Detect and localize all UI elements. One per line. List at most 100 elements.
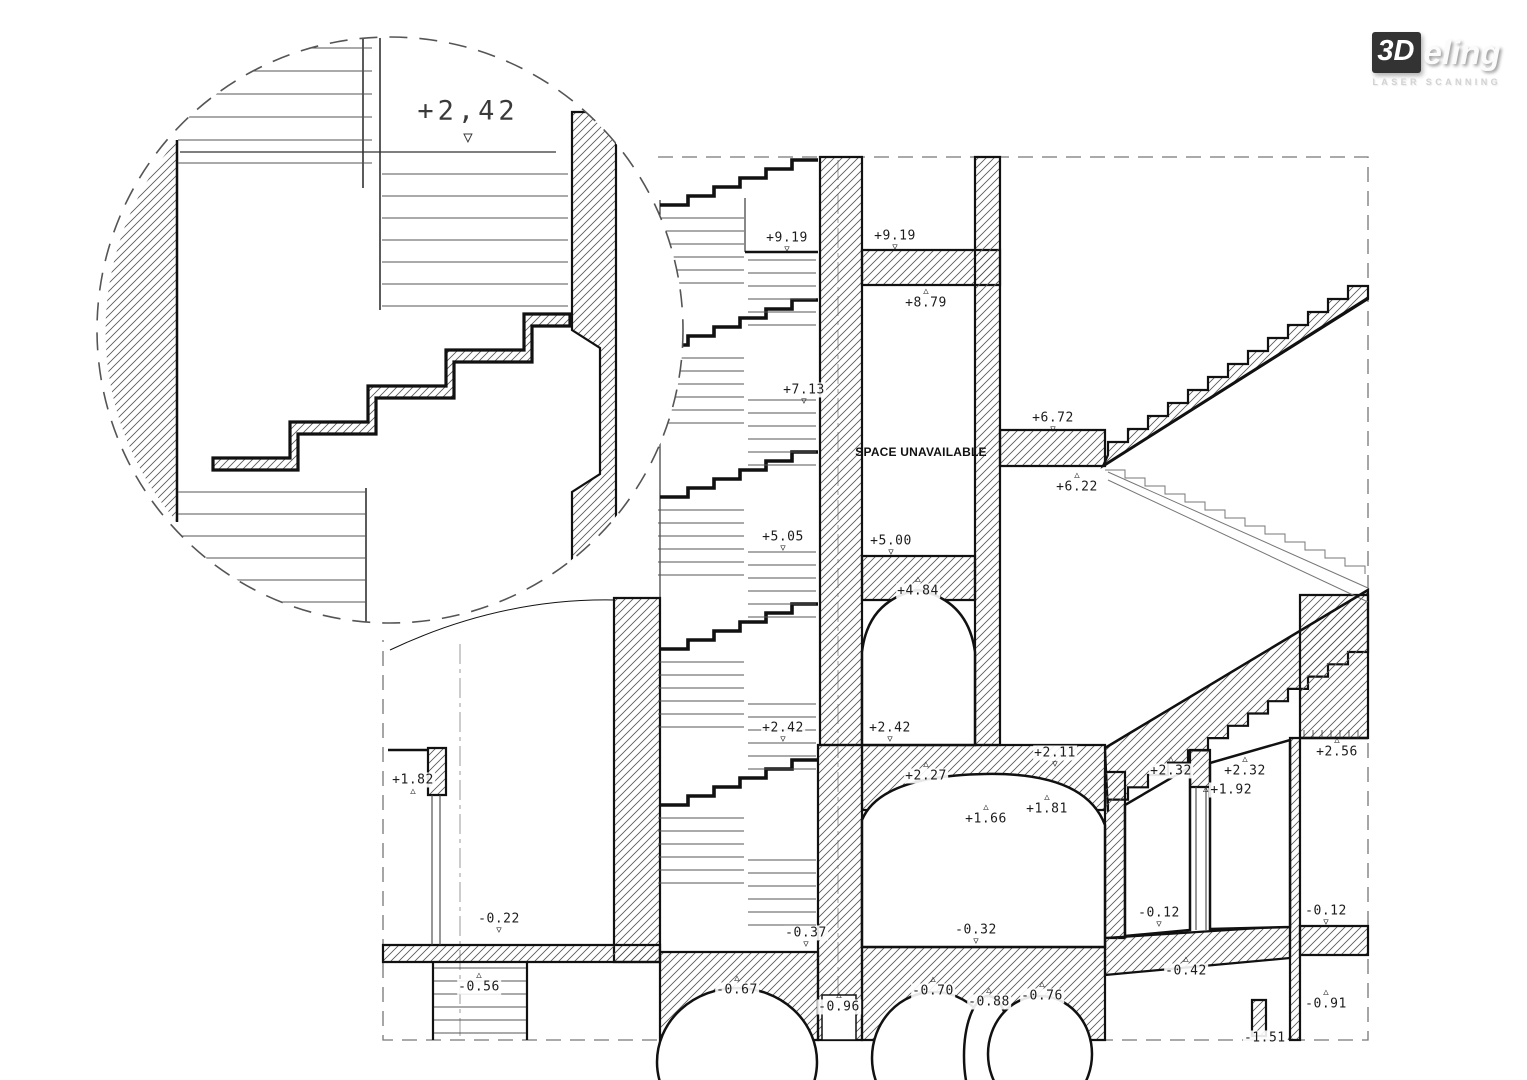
- elevation-label: +9.19▽: [873, 228, 917, 253]
- elevation-marker-up-icon: △: [923, 286, 929, 297]
- elevation-label: -1.51△: [1242, 1030, 1294, 1046]
- elevation-value: -0.70: [911, 983, 955, 999]
- elevation-label: -0.32▽: [954, 922, 998, 947]
- elevation-marker-up-icon: △: [734, 973, 740, 984]
- elevation-marker-down-icon: ▽: [888, 547, 894, 558]
- elevation-value: +6.72: [1031, 410, 1075, 426]
- elevation-label: △+2.56: [1315, 735, 1359, 760]
- elevation-label: -0.37▽: [784, 925, 828, 950]
- elevation-label: △+6.22: [1055, 470, 1099, 495]
- stair-tick-marks: [1303, 730, 1359, 738]
- stair-elevation-lines: [1105, 469, 1369, 603]
- detail-stair-steps: [211, 312, 572, 472]
- elevation-marker-down-icon: ▽: [973, 936, 979, 947]
- elevation-label: △-0.67: [715, 973, 759, 998]
- elevation-label: △-0.96: [817, 990, 861, 1015]
- elevation-value: +2.42: [761, 720, 805, 736]
- elevation-label: +1.82△: [391, 772, 435, 797]
- elevation-marker-up-icon: △: [1242, 754, 1248, 765]
- elevation-value: +7.13: [782, 382, 826, 398]
- elevation-marker-up-icon: △: [1202, 784, 1209, 795]
- elevation-marker-down-icon: ▽: [1052, 759, 1058, 770]
- elevation-label: △+2.27: [904, 760, 948, 784]
- detail-circle-outline: [96, 36, 684, 624]
- elevation-label: +2.42▽: [761, 720, 805, 745]
- elevation-marker-down-icon: ▽: [892, 242, 898, 253]
- elevation-marker-down-icon: ▽: [780, 734, 786, 745]
- elevation-label: △-0.56: [457, 971, 501, 995]
- elevation-value: -0.32: [954, 922, 998, 938]
- elevation-label: △+8.79: [904, 286, 948, 311]
- elevation-value: +2.42: [868, 720, 912, 736]
- elevation-label: △+4.84: [896, 575, 940, 599]
- elevation-label: △-0.42: [1164, 954, 1208, 979]
- elevation-marker-up-icon: △: [983, 802, 989, 813]
- elevation-label: △-0.76: [1020, 980, 1064, 1004]
- elevation-value: +2,42: [417, 95, 519, 127]
- elevation-label: +9.19▽: [765, 230, 809, 254]
- company-logo: 3D eling LASER SCANNING: [1372, 32, 1501, 87]
- vault-rooms-group: [655, 588, 1292, 1080]
- detail-wall-left: [105, 140, 177, 522]
- stair-flights-group: [660, 158, 818, 807]
- elevation-marker-up-icon: △: [410, 786, 416, 797]
- elevation-value: -0.12: [1137, 905, 1181, 921]
- elevation-value: +5.05: [761, 529, 805, 545]
- elevation-marker-down-icon: ▽: [496, 925, 502, 936]
- elevation-marker-down-icon: ▽: [887, 734, 893, 745]
- elevation-label: +2,42▽: [416, 95, 519, 145]
- elevation-value: +6.22: [1055, 479, 1099, 495]
- elevation-value: +9.19: [873, 228, 917, 244]
- elevation-label: △-0.70: [911, 975, 955, 999]
- logo-3d-mark: 3D: [1372, 32, 1422, 73]
- elevation-label: -0.22▽: [477, 911, 521, 936]
- elevation-value: -0.67: [715, 982, 759, 998]
- elevation-label: △+2.32: [1149, 754, 1193, 779]
- elevation-label: △+1.66: [964, 802, 1008, 827]
- elevation-value: -0.22: [477, 911, 521, 927]
- detail-callout-circle: [96, 36, 684, 624]
- elevation-value: -0.42: [1164, 963, 1208, 979]
- elevation-value: -0.76: [1020, 988, 1064, 1004]
- stair-tread-lines: [434, 217, 816, 1034]
- elevation-label: +6.72▽: [1031, 410, 1075, 435]
- elevation-marker-up-icon: △: [1074, 470, 1080, 481]
- detail-wall-right: [570, 110, 618, 623]
- elevation-marker-down-icon: ▽: [801, 396, 807, 407]
- elevation-marker-up-icon: △: [1287, 1032, 1294, 1043]
- elevation-value: -1.51: [1242, 1030, 1287, 1046]
- elevation-marker-up-icon: △: [1168, 754, 1174, 765]
- elevation-marker-up-icon: △: [1183, 954, 1189, 965]
- elevation-marker-down-icon: ▽: [1156, 919, 1162, 930]
- elevation-marker-down-icon: ▽: [780, 543, 786, 554]
- elevation-label: △-0.88: [967, 985, 1011, 1010]
- elevation-marker-up-icon: △: [1334, 735, 1340, 746]
- thin-columns: [431, 787, 1207, 945]
- elevation-marker-down-icon: ▽: [1050, 424, 1056, 435]
- elevation-marker-down-icon: ▽: [803, 939, 809, 950]
- elevation-label: △+1.92: [1202, 782, 1254, 798]
- elevation-value: +5.00: [869, 533, 913, 549]
- elevation-value: +2.32: [1149, 763, 1193, 779]
- elevation-value: +2.11: [1033, 745, 1077, 761]
- elevation-value: +1.81: [1025, 801, 1069, 817]
- elevation-marker-up-icon: △: [836, 990, 842, 1001]
- elevation-value: +1.66: [964, 811, 1008, 827]
- survey-boundary: [382, 156, 1369, 1041]
- elevation-value: -0.37: [784, 925, 828, 941]
- elevation-marker-up-icon: △: [986, 985, 992, 996]
- elevation-value: +2.32: [1223, 763, 1267, 779]
- elevation-value: +8.79: [904, 295, 948, 311]
- elevation-marker-up-icon: △: [1044, 792, 1050, 803]
- logo-subtitle: LASER SCANNING: [1372, 77, 1501, 87]
- elevation-value: +2.27: [904, 768, 948, 784]
- elevation-value: +1.92: [1209, 782, 1254, 798]
- elevation-value: -0.56: [457, 979, 501, 995]
- elevation-value: +2.56: [1315, 744, 1359, 760]
- elevation-label: +7.13▽: [782, 382, 826, 407]
- elevation-label: +2.11▽: [1033, 745, 1077, 770]
- elevation-label: -0.12▽: [1304, 903, 1348, 927]
- elevation-value: +1.82: [391, 772, 435, 788]
